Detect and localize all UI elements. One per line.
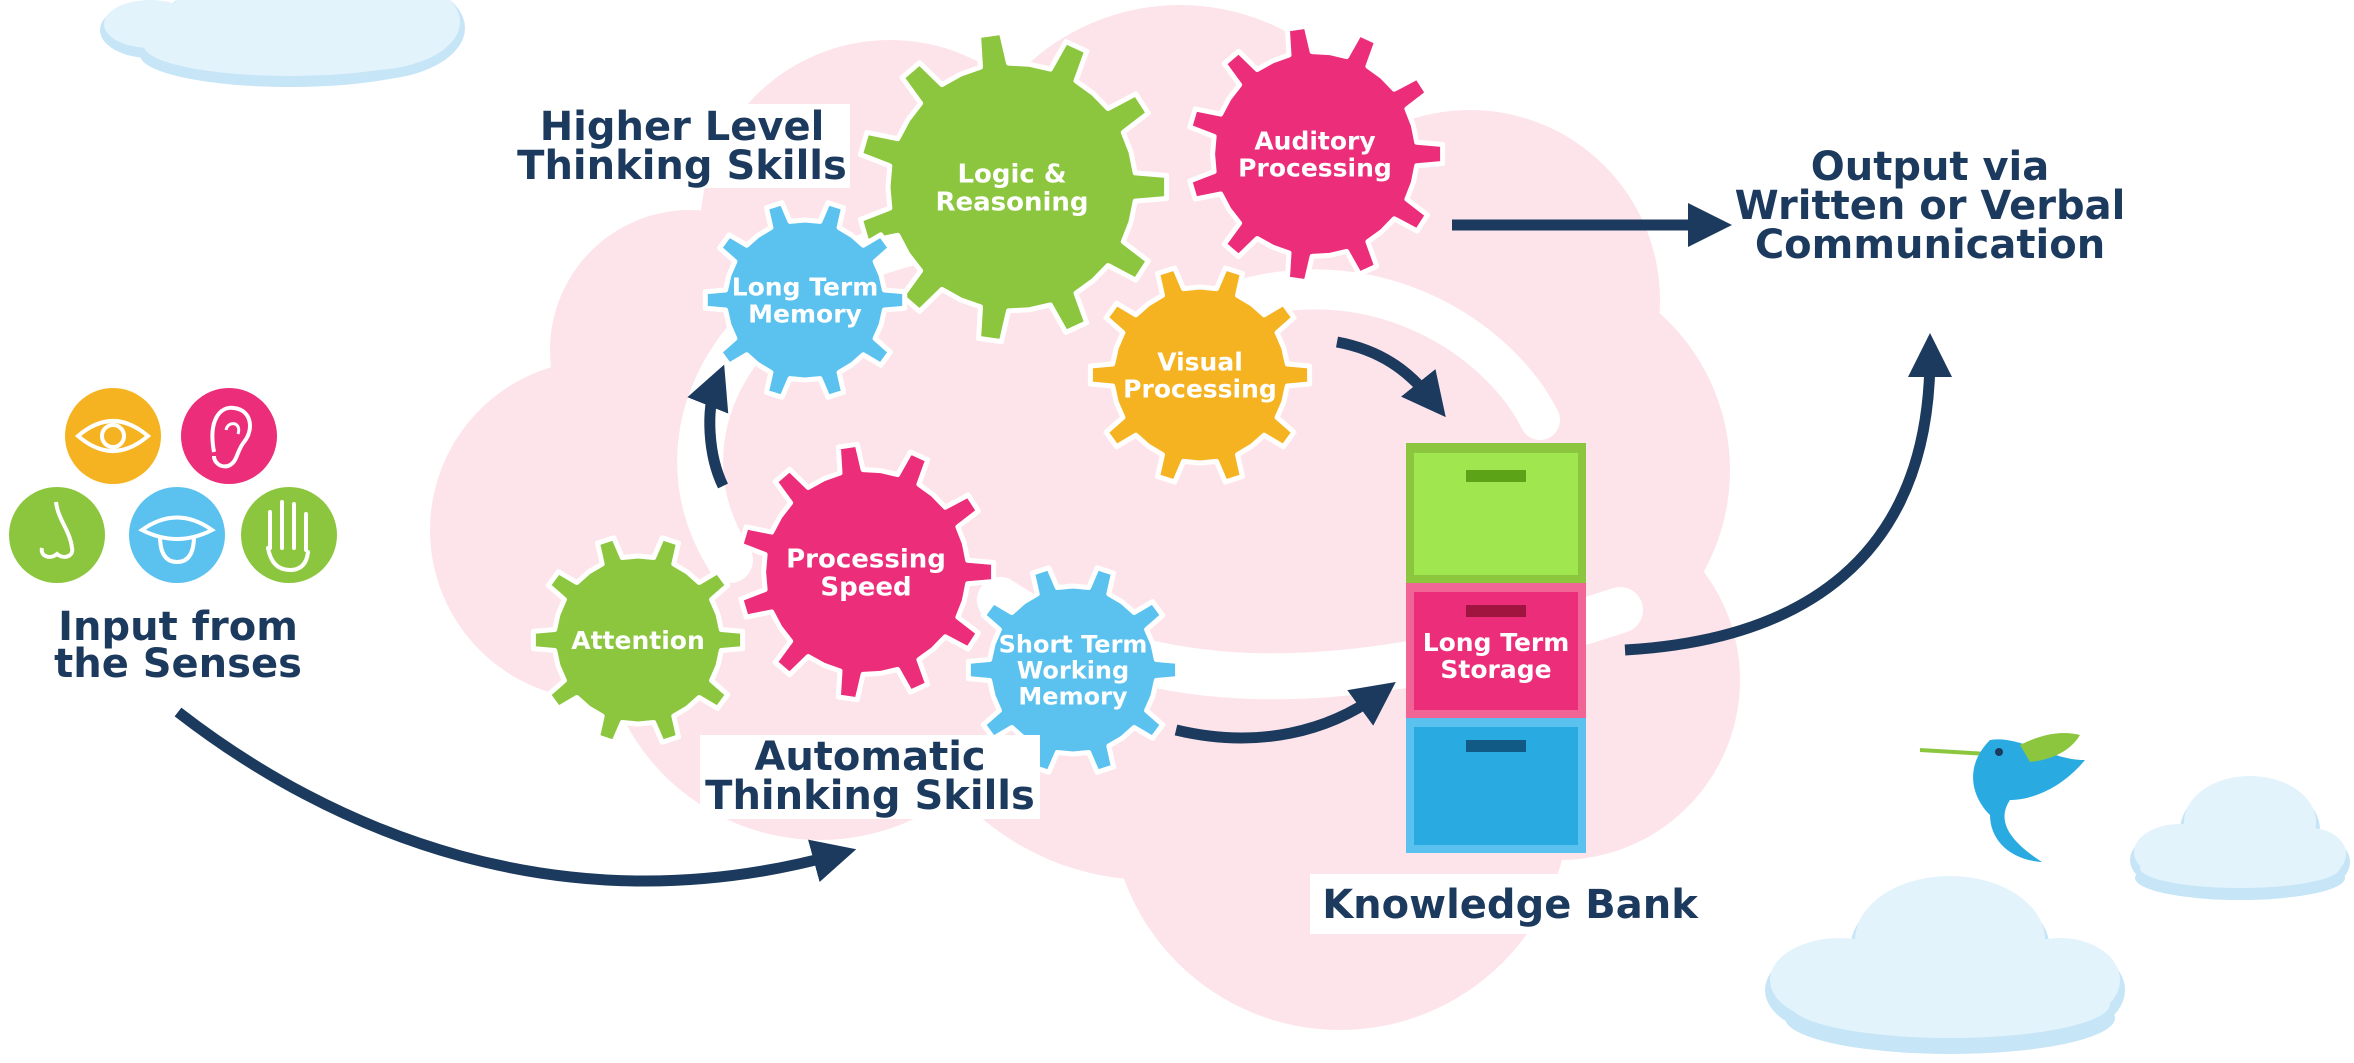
automatic-line2: Thinking Skills xyxy=(705,773,1035,819)
gear-label-line2: Reasoning xyxy=(935,187,1088,217)
gear-logic: Logic &Reasoning xyxy=(857,29,1170,345)
output-line1: Output via xyxy=(1811,144,2050,190)
gear-label-line1: Logic & xyxy=(957,159,1066,189)
sky-cloud-top-left xyxy=(100,0,465,87)
gear-label-line1: Short Term xyxy=(999,631,1148,659)
gear-shape xyxy=(1187,23,1446,285)
gear-label-line2: Working xyxy=(1017,657,1129,685)
output-line2: Written or Verbal xyxy=(1735,183,2126,229)
flow-arrows xyxy=(174,203,1952,887)
gear-shape xyxy=(965,565,1181,775)
knowledge-bank-title: Knowledge Bank xyxy=(1322,882,1699,928)
higher-level-line1: Higher Level xyxy=(540,104,825,150)
cabinet-middle-label-line1: Long Term xyxy=(1423,628,1570,657)
gear-label-line3: Memory xyxy=(1018,683,1127,711)
sense-icons xyxy=(9,388,337,583)
gear-label-line1: Attention xyxy=(571,626,705,655)
senses-heading: Input from the Senses xyxy=(54,604,302,687)
hand-icon xyxy=(241,487,337,583)
sky-cloud-right xyxy=(2130,776,2350,900)
senses-title-line2: the Senses xyxy=(54,641,302,687)
arrow-short-term-to-cabinet xyxy=(1174,682,1396,744)
gear-shape xyxy=(530,535,746,745)
output-line3: Communication xyxy=(1755,222,2105,268)
arrow-up-to-long-term-memory xyxy=(687,364,729,489)
arrow-senses-to-automatic xyxy=(174,707,857,887)
gear-label-line1: Auditory xyxy=(1254,127,1375,156)
gear-shape xyxy=(1087,265,1313,485)
gear-label-line2: Memory xyxy=(748,300,862,329)
output-heading: Output via Written or Verbal Communicati… xyxy=(1735,144,2126,268)
drawer-handle-top xyxy=(1466,470,1526,482)
gear-label-line1: Processing xyxy=(786,544,946,574)
gear-label-line2: Speed xyxy=(820,572,911,602)
knowledge-bank-heading: Knowledge Bank xyxy=(1310,874,1700,934)
gear-shape xyxy=(857,29,1170,345)
hummingbird-logo xyxy=(1919,733,2085,862)
tongue-icon xyxy=(129,487,225,583)
eye-icon xyxy=(65,388,161,484)
senses-title-line1: Input from xyxy=(58,604,298,650)
gear-shape xyxy=(702,200,908,400)
sky-cloud-bottom xyxy=(1765,876,2125,1054)
higher-level-heading: Higher Level Thinking Skills xyxy=(515,104,850,189)
gear-label-line1: Visual xyxy=(1157,348,1243,377)
automatic-line1: Automatic xyxy=(754,734,985,780)
knowledge-cabinet: Long Term Storage xyxy=(1406,443,1586,853)
cabinet-middle-label-line2: Storage xyxy=(1440,655,1551,684)
arrow-cabinet-to-output xyxy=(1624,333,1952,656)
gear-attention: Attention xyxy=(530,535,746,745)
automatic-heading: Automatic Thinking Skills xyxy=(700,734,1040,819)
gear-label-line2: Processing xyxy=(1238,154,1392,183)
drawer-handle-middle xyxy=(1466,605,1526,617)
nose-icon xyxy=(9,487,105,583)
higher-level-line2: Thinking Skills xyxy=(517,143,847,189)
gear-shape xyxy=(738,441,997,703)
arrow-visual-to-cabinet xyxy=(1335,336,1446,418)
ear-icon xyxy=(181,388,277,484)
drawer-handle-bottom xyxy=(1466,740,1526,752)
gear-label-line1: Long Term xyxy=(732,273,879,302)
gear-label-line2: Processing xyxy=(1123,375,1277,404)
